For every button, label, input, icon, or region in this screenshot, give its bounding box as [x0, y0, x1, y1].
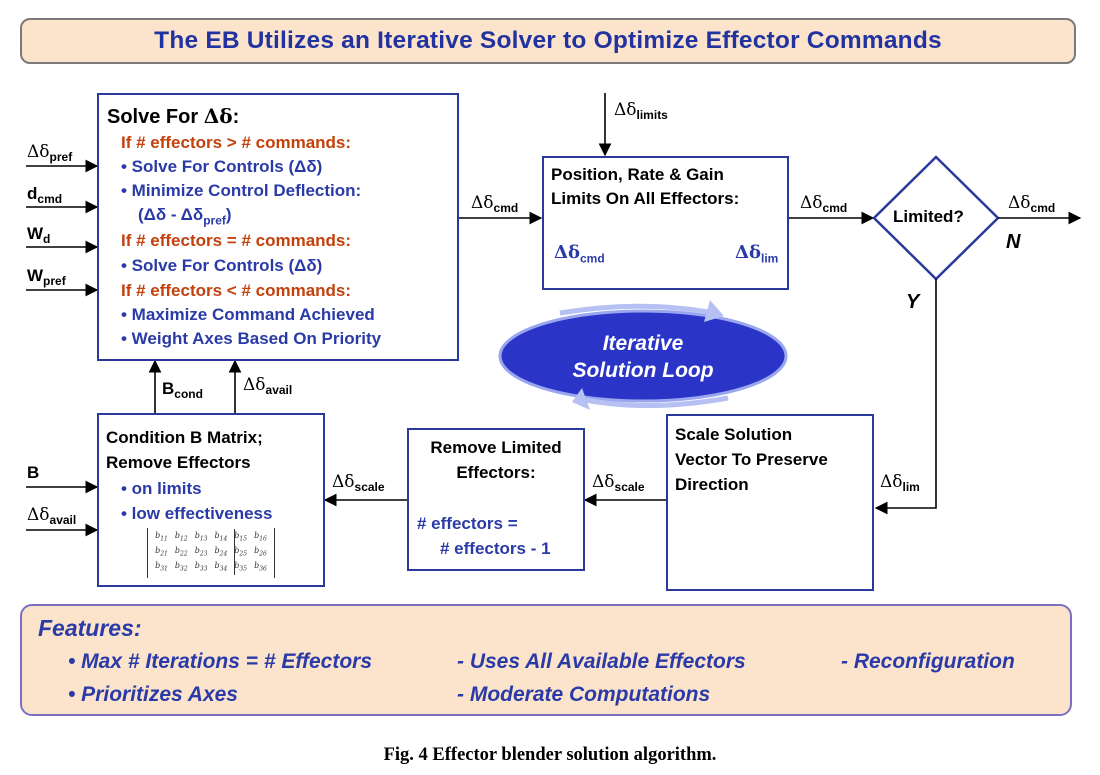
signal-label-cmd-1: Δδcmd: [471, 193, 519, 215]
b-matrix-cell: b33: [194, 561, 208, 573]
case1-item-deflection-expr: (Δδ - Δδpref): [138, 205, 232, 228]
condition-title-line2: Remove Effectors: [106, 453, 251, 472]
b-matrix-row: b31 b32 b33 b34 b35 b36: [152, 561, 270, 576]
scale-title-line2: Vector To Preserve: [675, 450, 828, 469]
case3-item-maximize: • Maximize Command Achieved: [121, 305, 375, 324]
scale-title-line3: Direction: [675, 475, 749, 494]
b-matrix-cell: b16: [254, 531, 267, 543]
remove-box: Remove Limited Effectors: # effectors = …: [407, 428, 585, 571]
decision-label: Limited?: [893, 207, 964, 226]
b-matrix-cell: b36: [254, 561, 267, 573]
feature-prioritizes-axes: • Prioritizes Axes: [68, 683, 238, 706]
condition-item-on-limits: • on limits: [121, 479, 202, 498]
b-matrix-cell: b25: [234, 546, 248, 558]
input-label-dpref: Δδpref: [27, 142, 73, 164]
iterative-loop-ellipse: [498, 309, 788, 403]
signal-label-cmd-2: Δδcmd: [800, 193, 848, 215]
signal-label-bcond: Bcond: [162, 379, 203, 401]
case3-item-weight: • Weight Axes Based On Priority: [121, 329, 382, 348]
feature-moderate-computations: - Moderate Computations: [457, 683, 711, 706]
b-matrix-cell: b35: [234, 561, 248, 573]
limits-input-label: Δδlimits: [614, 100, 668, 122]
b-matrix-cell: b24: [214, 546, 228, 558]
remove-title-line1: Remove Limited: [430, 438, 562, 457]
b-matrix-cell: b23: [194, 546, 208, 558]
remove-equation-line2: # effectors - 1: [440, 539, 551, 558]
signal-label-scale-2: Δδscale: [332, 472, 385, 494]
b-matrix-cell: b31: [155, 561, 168, 573]
scale-box: Scale Solution Vector To Preserve Direct…: [666, 414, 874, 591]
b-matrix-partition: [234, 529, 235, 575]
b-matrix-cell: b22: [174, 546, 188, 558]
input-label-avail: Δδavail: [27, 505, 77, 527]
limits-box: Position, Rate & Gain Limits On All Effe…: [542, 156, 789, 290]
b-matrix-cell: b15: [234, 531, 248, 543]
b-matrix-cell: b34: [214, 561, 228, 573]
b-matrix-cell: b21: [155, 546, 168, 558]
title-banner: The EB Utilizes an Iterative Solver to O…: [20, 18, 1076, 64]
input-label-wd: Wd: [27, 224, 51, 246]
b-matrix-row: b11 b12 b13 b14 b15 b16: [152, 531, 270, 546]
scale-title-line1: Scale Solution: [675, 425, 793, 444]
figure-caption: Fig. 4 Effector blender solution algorit…: [383, 745, 717, 765]
loop-arrow-bottom: [584, 395, 729, 409]
feature-reconfiguration: - Reconfiguration: [841, 650, 1015, 673]
condition-item-low-effectiveness: • low effectiveness: [121, 504, 273, 523]
case-fewer-effectors: If # effectors < # commands:: [121, 281, 352, 300]
remove-title-line2: Effectors:: [456, 463, 536, 482]
case2-item-solve: • Solve For Controls (Δδ): [121, 256, 323, 275]
signal-label-scale-1: Δδscale: [592, 472, 645, 494]
condition-title-line1: Condition B Matrix;: [106, 428, 263, 447]
b-matrix-cell: b26: [254, 546, 267, 558]
decision-no-label: N: [1006, 231, 1021, 253]
case-equal-effectors: If # effectors = # commands:: [121, 231, 352, 250]
input-label-dcmd: dcmd: [27, 184, 63, 206]
features-panel: Features: • Max # Iterations = # Effecto…: [20, 604, 1072, 716]
b-matrix-cell: b13: [194, 531, 208, 543]
limits-title-line2: Limits On All Effectors:: [551, 189, 740, 208]
b-matrix-cell: b32: [174, 561, 188, 573]
diagram-title: The EB Utilizes an Iterative Solver to O…: [154, 27, 942, 54]
iterative-loop-label: Iterative Solution Loop: [572, 332, 714, 382]
case1-item-minimize: • Minimize Control Deflection:: [121, 181, 362, 200]
condition-box: Condition B Matrix; Remove Effectors • o…: [97, 413, 325, 587]
signal-label-cmd-out: Δδcmd: [1008, 193, 1056, 215]
remove-equation-line1: # effectors =: [417, 514, 518, 533]
limiter-input-label: Δδcmd: [554, 242, 605, 266]
features-heading: Features:: [38, 615, 142, 641]
b-matrix-cell: b11: [155, 531, 168, 543]
b-matrix-row: b21 b22 b23 b24 b25 b26: [152, 546, 270, 561]
case1-item-solve: • Solve For Controls (Δδ): [121, 157, 323, 176]
limits-title-line1: Position, Rate & Gain: [551, 165, 724, 184]
loop-arrow-top: [559, 303, 709, 316]
solve-heading: Solve For Δδ:: [107, 104, 240, 128]
signal-label-lim: Δδlim: [880, 472, 920, 494]
input-label-wpref: Wpref: [27, 266, 66, 288]
b-matrix-cell: b14: [214, 531, 228, 543]
solve-box: Solve For Δδ: If # effectors > # command…: [97, 93, 459, 361]
b-matrix-cell: b12: [174, 531, 188, 543]
limiter-output-label: Δδlim: [735, 242, 779, 266]
decision-yes-label: Y: [906, 291, 920, 313]
feature-max-iterations: • Max # Iterations = # Effectors: [68, 650, 372, 673]
case-more-effectors: If # effectors > # commands:: [121, 133, 352, 152]
input-label-b: B: [27, 463, 40, 482]
arrow-decision-yes: [874, 279, 937, 515]
feature-all-effectors: - Uses All Available Effectors: [457, 650, 746, 673]
signal-label-avail-up: Δδavail: [243, 375, 293, 397]
